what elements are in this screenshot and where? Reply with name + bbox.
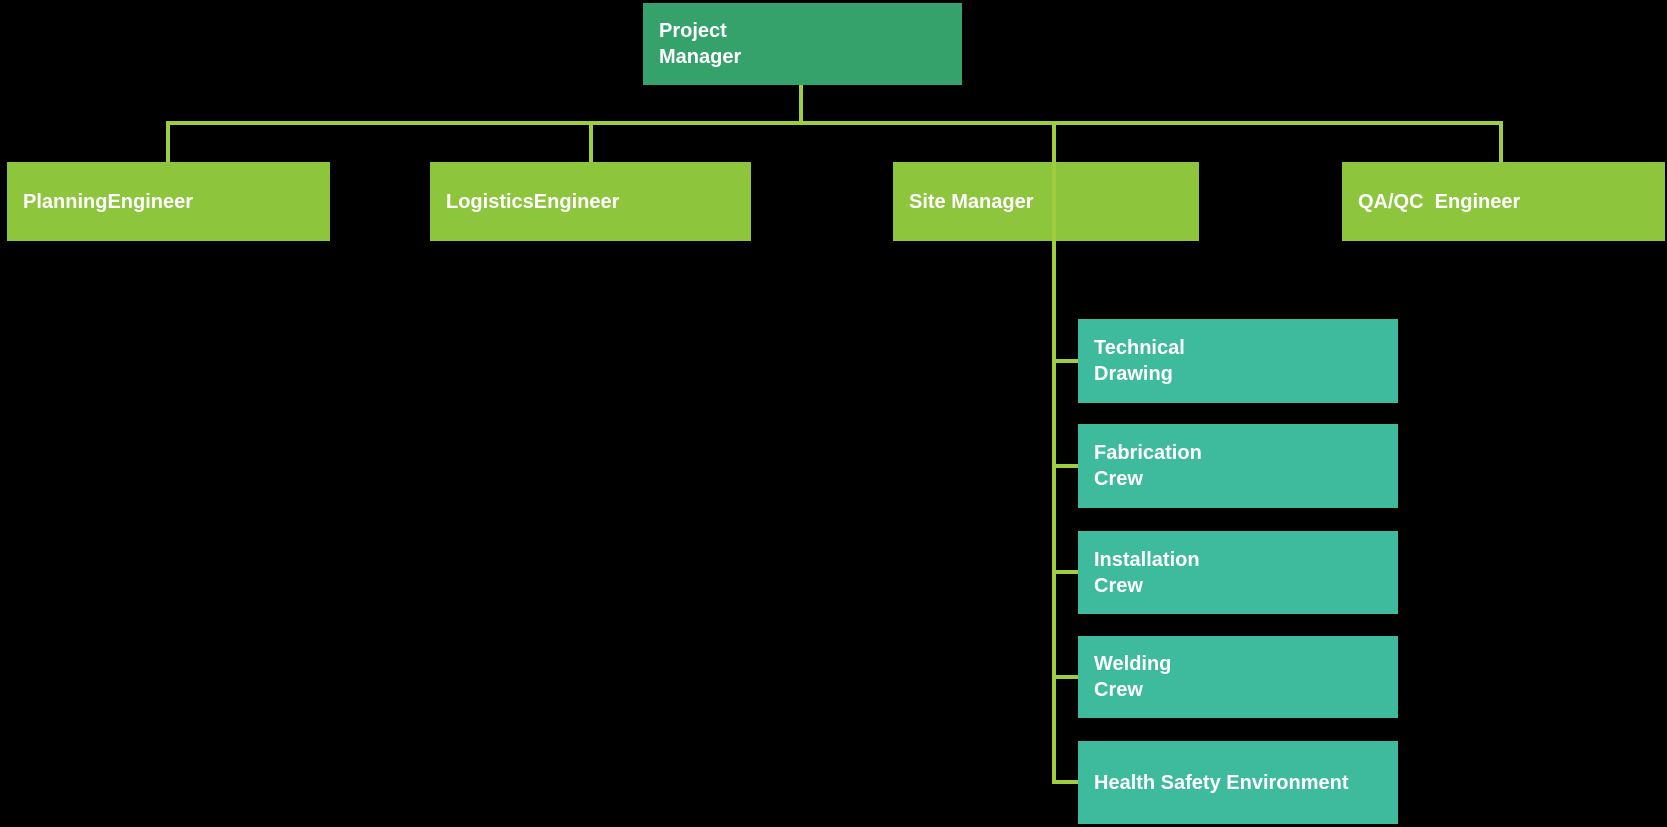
node-welding-crew-label: Welding Crew [1094,653,1172,701]
connector-stub-health-safety [1052,780,1078,784]
connector-spine-site-manager [1052,121,1056,784]
node-qaqc-engineer: QA/QC Engineer [1342,162,1665,241]
node-planning-engineer-label: PlanningEngineer [23,190,194,213]
node-fabrication-crew: Fabrication Crew [1078,424,1398,508]
connector-drop-planning [166,121,170,162]
connector-stub-installation-crew [1052,570,1078,574]
node-technical-drawing: Technical Drawing [1078,319,1398,403]
node-health-safety-environment: Health Safety Environment [1078,741,1398,824]
connector-stub-fabrication-crew [1052,464,1078,468]
node-site-manager-label: Site Manager [909,190,1034,213]
node-fabrication-crew-label: Fabrication Crew [1094,442,1202,490]
connector-root-drop [799,85,803,123]
connector-main-rail [166,121,1503,125]
node-project-manager: Project Manager [643,3,962,85]
node-installation-crew-label: Installation Crew [1094,548,1200,597]
connector-drop-qaqc [1499,121,1503,162]
node-project-manager-label: Project Manager [659,20,742,68]
node-logistics-engineer: LogisticsEngineer [430,162,751,241]
connector-stub-welding-crew [1052,675,1078,679]
node-installation-crew: Installation Crew [1078,531,1398,614]
node-health-safety-environment-label: Health Safety Environment [1094,771,1349,794]
node-planning-engineer: PlanningEngineer [7,162,330,241]
node-welding-crew: Welding Crew [1078,636,1398,718]
node-qaqc-engineer-label: QA/QC Engineer [1358,190,1521,213]
node-logistics-engineer-label: LogisticsEngineer [446,190,620,213]
connector-stub-technical-drawing [1052,359,1078,363]
node-site-manager: Site Manager [893,162,1199,241]
node-technical-drawing-label: Technical Drawing [1094,337,1185,385]
connector-drop-logistics [589,121,593,162]
